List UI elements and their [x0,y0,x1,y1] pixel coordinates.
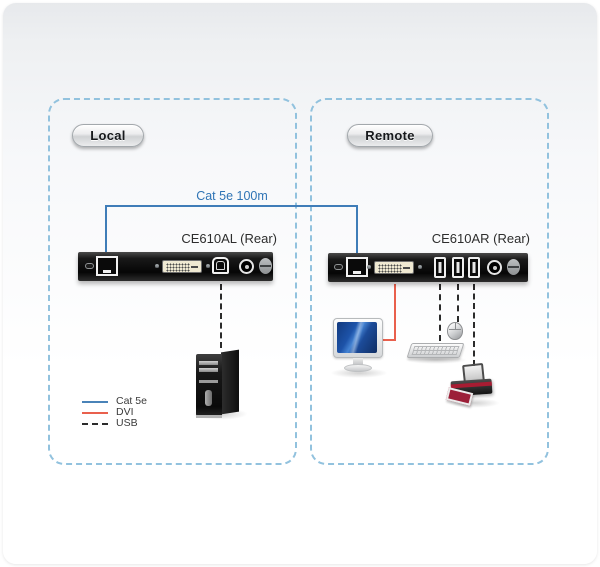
usb-a-port-icon [452,257,464,278]
usb-a-tongue [472,262,476,273]
cable-length-label: Cat 5e 100m [196,189,268,203]
grounding-screw-slit [260,265,271,267]
dvi-pins [378,264,402,273]
dc-power-jack-icon [487,260,502,275]
remote-zone-label: Remote [347,124,433,147]
tower-drive-bay [199,368,218,372]
cat5e-cable-horizontal [105,205,358,207]
rj45-tab [353,271,361,274]
monitor-gloss [337,322,377,353]
dvi-screw-icon [418,265,422,269]
usb-line-to-mouse [457,284,459,322]
legend-row-dvi: DVI [82,407,147,418]
tower-drive-bay [199,361,218,365]
usb-line-to-keyboard [439,284,441,341]
dc-power-jack-icon [239,259,254,274]
usb-a-tongue [456,262,460,273]
cat5e-cable-remote-drop [356,205,358,258]
legend-label: DVI [116,406,134,418]
usb-line-swatch [82,422,108,425]
usb-line-to-printer [473,284,475,366]
tower-pc-icon [196,349,242,418]
rj45-port-icon [96,256,118,276]
dvi-screw-icon [206,264,210,268]
legend-label: USB [116,417,138,429]
monitor-base [344,364,372,372]
legend-row-usb: USB [82,418,147,429]
dvi-cable-drop [394,284,396,341]
keyboard-icon [406,341,466,362]
local-zone-label: Local [72,124,144,147]
local-zone-box [48,98,297,465]
dvi-pins [166,263,190,272]
tower-power-button [205,390,212,406]
dvi-screw-icon [367,265,371,269]
grounding-screw-icon [259,258,272,274]
printer-red-stripe [450,381,492,389]
local-device-rear-panel [78,252,273,281]
keyboard-keys [411,346,460,355]
grounding-screw-slit [508,266,519,268]
monitor-icon [333,318,383,374]
tower-side-panel [221,349,239,415]
rj45-port-icon [346,257,368,277]
monitor-neck [353,358,363,365]
rj45-tab [103,270,111,273]
tower-front-panel [196,354,222,418]
tower-base [196,415,222,418]
local-device-label: CE610AL (Rear) [181,231,277,246]
dvi-line-swatch [82,411,108,414]
printer-icon [445,362,498,408]
tower-panel-band [199,380,218,383]
slot-icon [85,263,94,269]
usb-line-to-computer [220,284,222,348]
cat5e-cable-local-drop [105,205,107,258]
usb-a-port-icon [468,257,480,278]
dc-pin [244,264,249,269]
dvi-port-icon [162,260,202,273]
printer-shadow [448,398,500,408]
usb-b-inner [216,261,225,270]
dvi-screw-icon [155,264,159,268]
dvi-cable-elbow [380,339,396,341]
usb-a-tongue [438,262,442,273]
mouse-button-split [455,323,456,330]
monitor-screen [337,322,377,353]
usb-b-port-icon [212,257,229,274]
cat5e-line-swatch [82,400,108,403]
keyboard-body [406,343,465,358]
keyboard-shadow [405,356,467,364]
monitor-shadow [330,368,388,378]
usb-a-port-icon [434,257,446,278]
remote-device-label: CE610AR (Rear) [431,231,530,246]
slot-icon [334,264,343,270]
legend: Cat 5e DVI USB [82,396,147,429]
remote-zone-box [310,98,549,465]
legend-row-cat5e: Cat 5e [82,396,147,407]
dvi-analog-slot [191,266,198,268]
dvi-port-icon [374,261,414,274]
dc-pin [492,265,497,270]
background-card [3,3,597,564]
mouse-body [447,322,463,340]
mouse-button-line [449,329,461,330]
mouse-icon [447,322,463,340]
remote-device-rear-panel [328,253,528,282]
dvi-analog-slot [403,267,410,269]
grounding-screw-icon [507,259,520,275]
legend-label: Cat 5e [116,395,147,407]
